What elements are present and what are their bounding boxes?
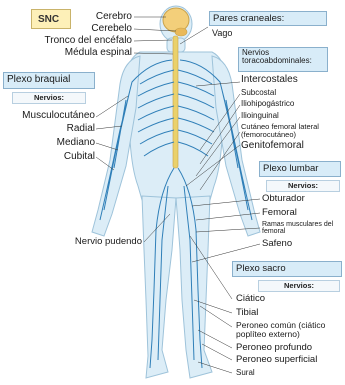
- brachial-heading: Plexo braquial: [3, 72, 95, 89]
- label-cubital: Cubital: [64, 152, 95, 162]
- label-radial: Radial: [67, 124, 95, 134]
- label-cerebro: Cerebro: [96, 12, 132, 22]
- cerebellum-shape: [175, 28, 187, 36]
- label-vago: Vago: [212, 29, 232, 38]
- label-ciatico: Ciático: [236, 294, 265, 304]
- cranial-heading: Pares craneales:: [209, 11, 327, 26]
- thoracoabdominal-heading: Nervios toracoabdominales:: [238, 47, 328, 72]
- lumbar-heading: Plexo lumbar: [259, 161, 341, 177]
- label-ramas: Ramas musculares del femoral: [262, 221, 340, 236]
- left-leg: [142, 196, 176, 378]
- label-intercostales: Intercostales: [241, 75, 298, 85]
- label-peroneo-superficial: Peroneo superficial: [236, 355, 317, 365]
- label-peroneo-comun: Peroneo común (ciático poplíteo externo): [236, 321, 344, 339]
- label-mediano: Mediano: [57, 138, 95, 148]
- spinal-cord: [173, 36, 178, 168]
- label-iliohipogastrico: Iliohipogástrico: [241, 100, 294, 108]
- label-cerebelo: Cerebelo: [91, 24, 132, 34]
- brachial-subheading: Nervios:: [12, 92, 86, 104]
- label-peroneo-profundo: Peroneo profundo: [236, 343, 312, 353]
- label-sural: Sural: [236, 369, 255, 377]
- sacral-heading: Plexo sacro: [232, 261, 342, 277]
- label-genitofemoral: Genitofemoral: [241, 141, 304, 151]
- label-medula: Médula espinal: [65, 48, 132, 58]
- label-tronco: Tronco del encéfalo: [45, 36, 132, 46]
- label-subcostal: Subcostal: [241, 89, 276, 97]
- label-musculocutaneo: Musculocutáneo: [22, 111, 95, 121]
- brain-shape: [163, 8, 189, 32]
- label-ilioinguinal: Ilioinguinal: [241, 112, 279, 120]
- label-safeno: Safeno: [262, 239, 292, 249]
- label-pudendo: Nervio pudendo: [75, 237, 142, 247]
- label-femoral: Femoral: [262, 208, 297, 218]
- cns-heading: SNC: [31, 9, 71, 29]
- label-cutaneo: Cutáneo femoral lateral (femorocutáneo): [241, 123, 341, 139]
- label-tibial: Tibial: [236, 308, 258, 318]
- sacral-subheading: Nervios:: [258, 280, 340, 292]
- lumbar-subheading: Nervios:: [266, 180, 340, 192]
- leader-tronco: [134, 40, 172, 41]
- label-obturador: Obturador: [262, 194, 305, 204]
